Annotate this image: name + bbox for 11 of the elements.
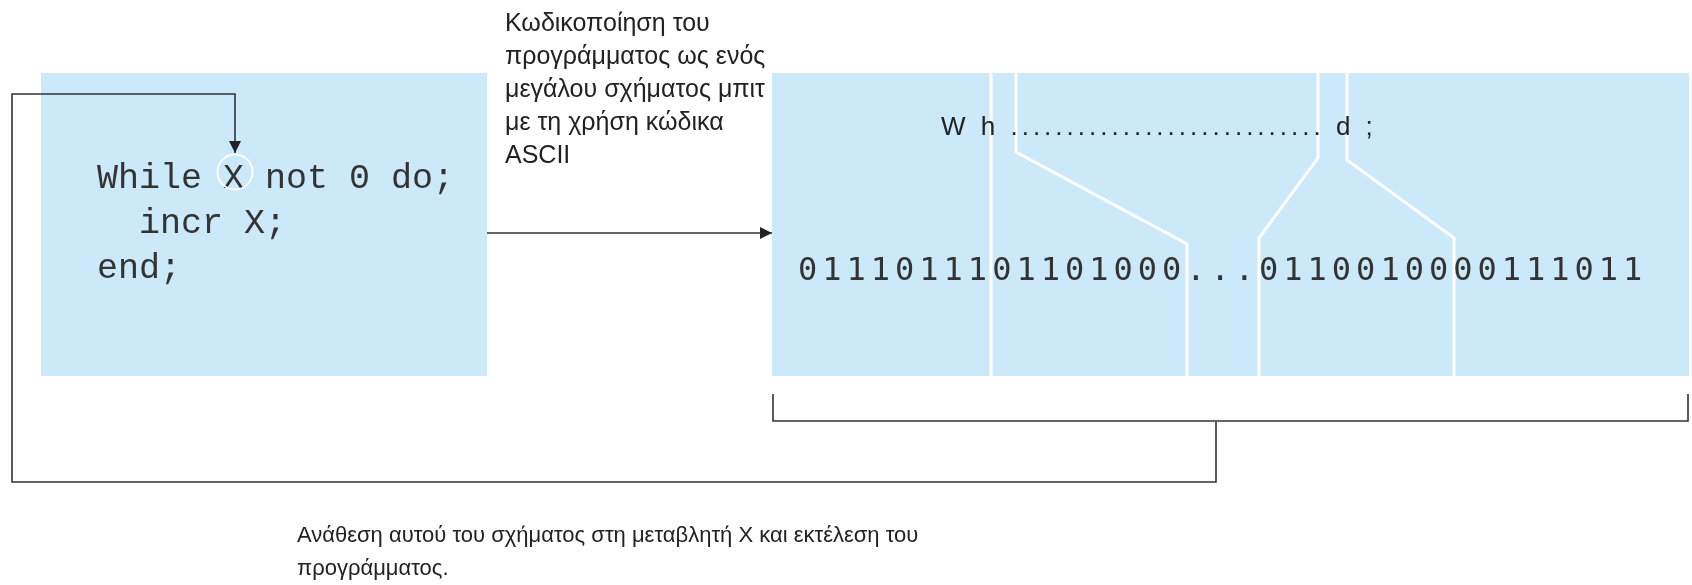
bracket [772, 394, 1689, 422]
text-pattern: W h ............................ d ; [941, 111, 1377, 141]
code-line: While X not 0 do; [97, 158, 455, 201]
bit-string: 0111011101101000...0110010000111011 [798, 249, 1648, 289]
bit-pattern-panel [772, 73, 1689, 376]
edge-label: Κωδικοποίηση του προγράμματος ως ενός μεγάλου σχήματος μπιτ με τη χρήση κώδικα ASCII [505, 7, 767, 170]
code-panel [41, 73, 487, 376]
edge-label: Ανάθεση αυτού του σχήματος στη μεταβλητή X και εκτέλεση του προγράμματος. [297, 521, 920, 582]
highlight-circle [216, 153, 254, 191]
code-line: incr X; [139, 203, 287, 246]
code-line: end; [97, 248, 181, 291]
